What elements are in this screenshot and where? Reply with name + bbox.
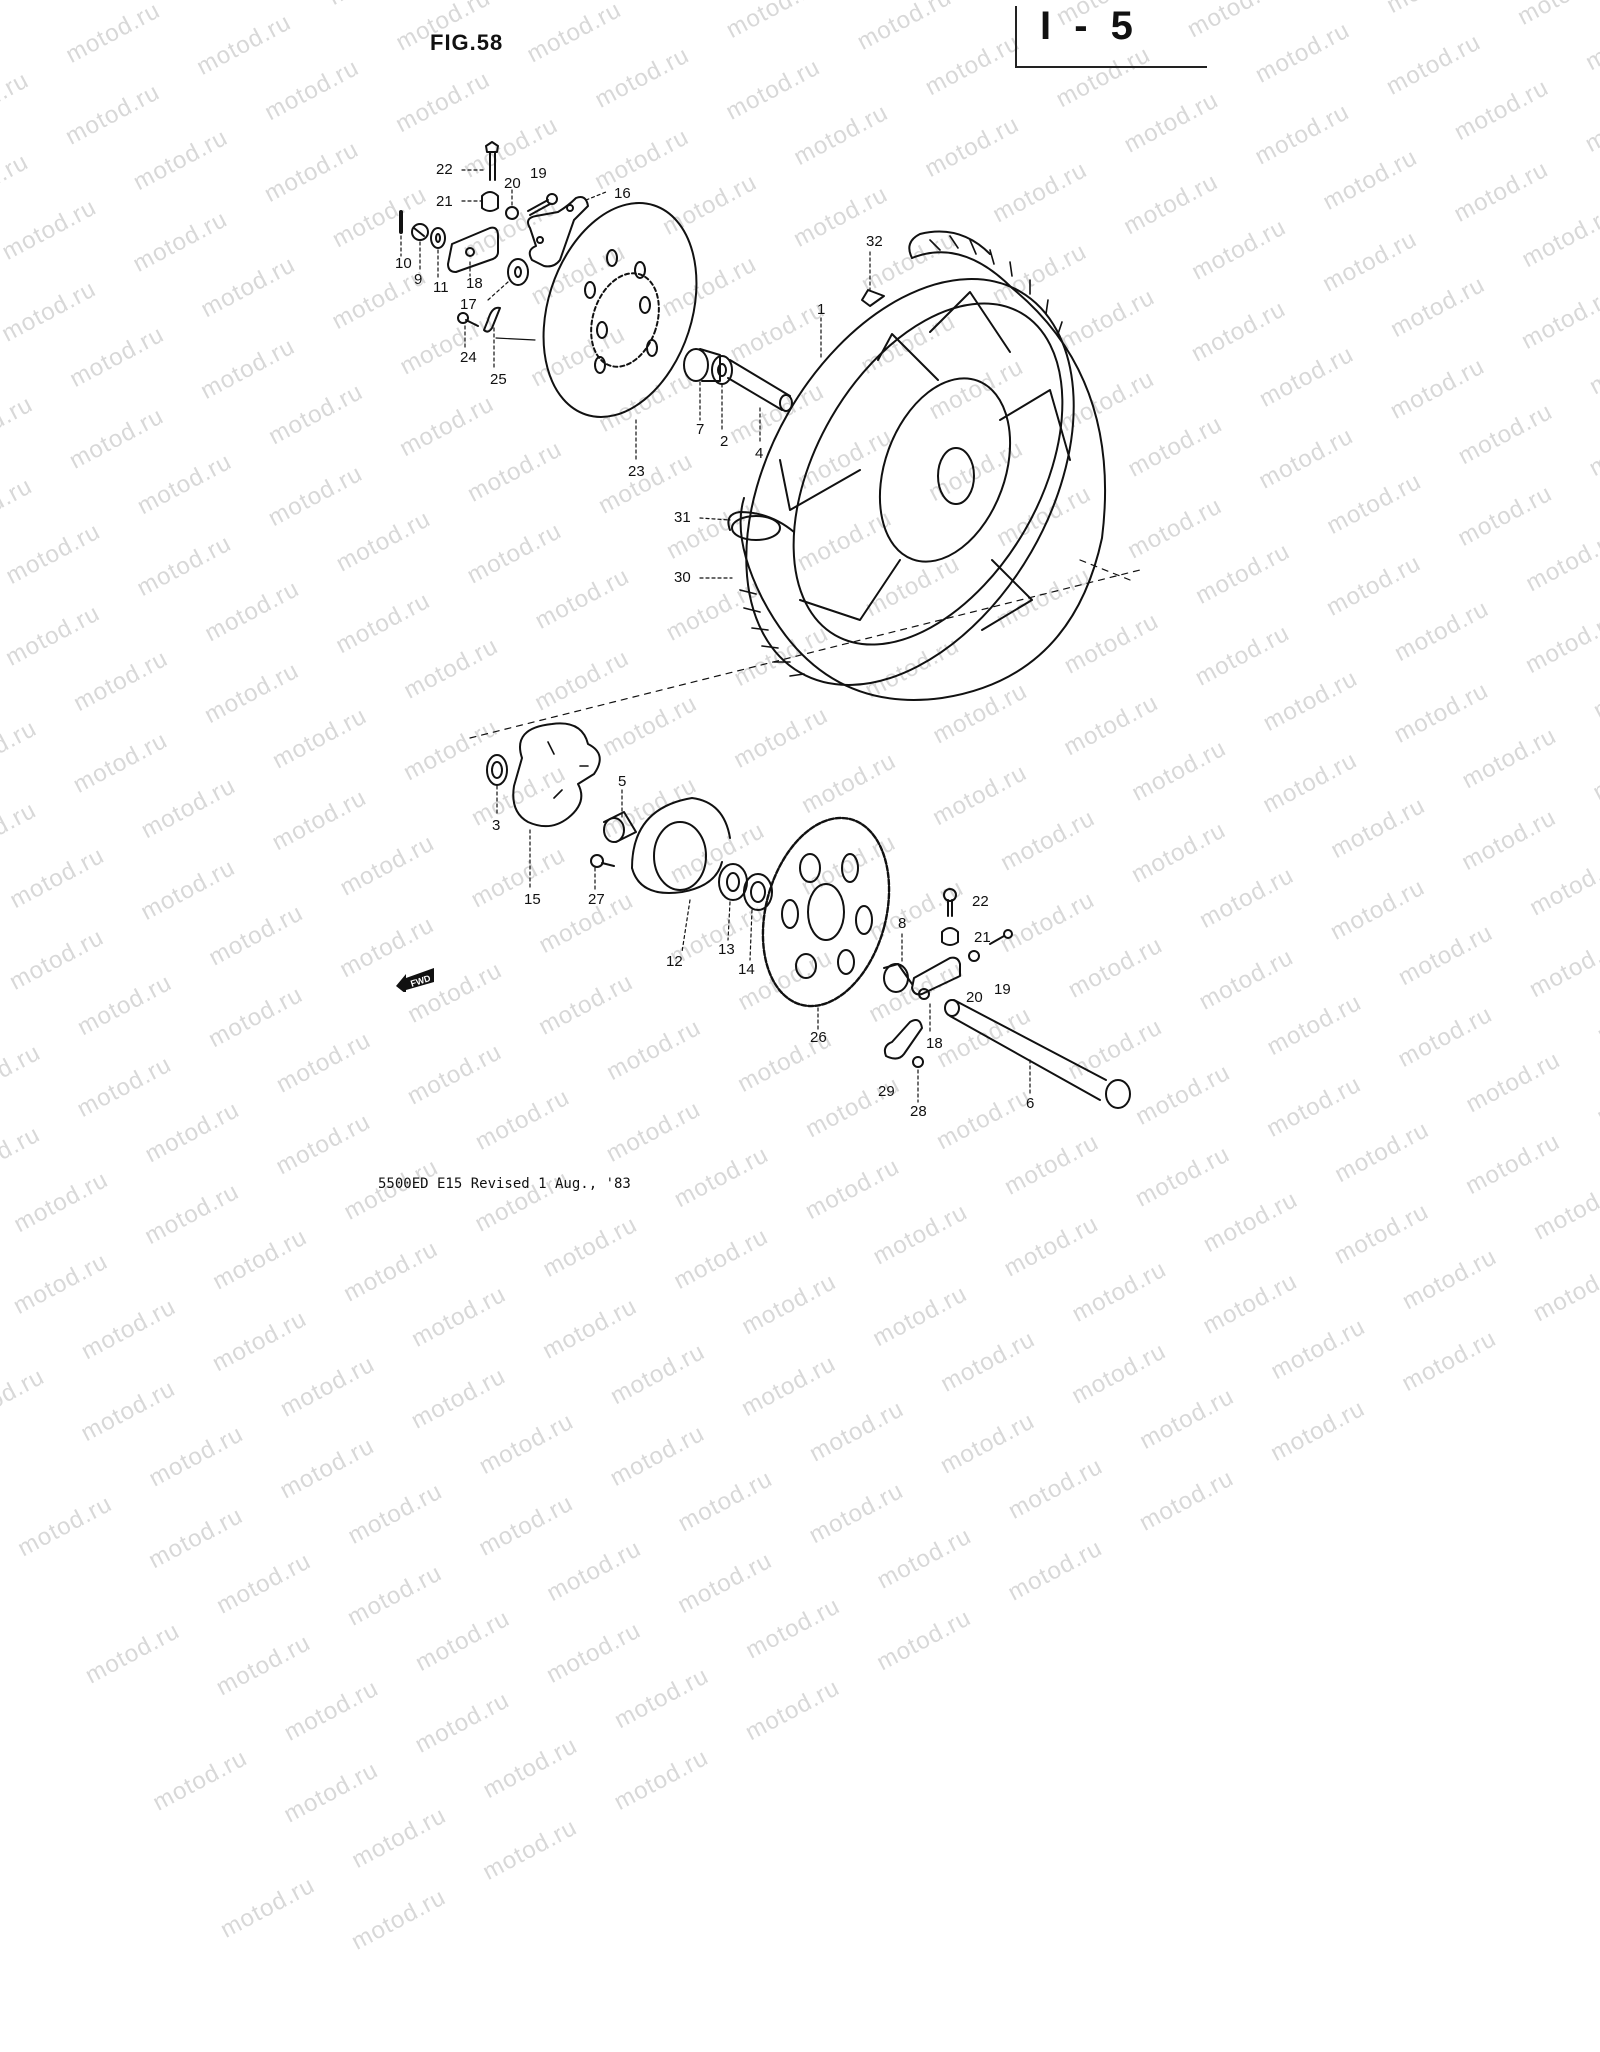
part-callout-2: 2 [720, 433, 729, 450]
caliper-bracket-icon [527, 191, 607, 268]
sprocket-drum-icon [631, 797, 731, 894]
chain-adjuster-plate-icon [447, 226, 499, 273]
part-callout-22: 22 [972, 893, 989, 910]
adjuster-nut-lower-icon [968, 950, 980, 962]
section-box [1015, 6, 1207, 68]
part-callout-25: 25 [490, 371, 507, 388]
part-callout-30: 30 [674, 569, 691, 586]
part-callout-27: 27 [588, 891, 605, 908]
adjuster-cap-lower-icon [941, 927, 959, 946]
spacer-tube-icon [727, 359, 793, 412]
section-label: I - 5 [1040, 4, 1139, 48]
spacer-right-icon [883, 963, 913, 993]
part-callout-19: 19 [994, 981, 1011, 998]
part-callout-11: 11 [433, 279, 449, 296]
part-callout-7: 7 [696, 421, 705, 438]
rim-band-valve-icon [861, 251, 885, 307]
part-callout-1: 1 [817, 301, 826, 318]
part-callout-10: 10 [395, 255, 412, 272]
part-callout-20: 20 [966, 989, 983, 1006]
exploded-parts-diagram [399, 141, 1141, 1109]
wheel-bearing-icon [711, 355, 733, 385]
part-callout-31: 31 [674, 509, 691, 526]
part-callout-20: 20 [504, 175, 521, 192]
chain-adjuster-lower-icon [911, 956, 961, 1000]
adjuster-cap-icon [481, 191, 499, 212]
part-callout-19: 19 [530, 165, 547, 182]
sprocket-bolt-icon [590, 854, 615, 868]
part-callout-6: 6 [1026, 1095, 1035, 1112]
rear-sprocket-icon [761, 816, 891, 1008]
part-callout-26: 26 [810, 1029, 827, 1046]
revision-note: 5500ED E15 Revised 1 Aug., '83 [378, 1176, 631, 1192]
part-callout-16: 16 [614, 185, 631, 202]
part-callout-17: 17 [460, 296, 477, 313]
adjuster-bolt-icon [485, 141, 499, 181]
brake-disc-icon [495, 202, 698, 418]
oil-seal-icon [486, 754, 508, 786]
adjuster-bolt-side-lower-icon [989, 929, 1013, 945]
fwd-arrow-icon: FWD [396, 968, 434, 994]
adjuster-nut-icon [505, 206, 519, 220]
part-callout-24: 24 [460, 349, 477, 366]
axle-nut-icon [411, 223, 429, 241]
part-callout-18: 18 [466, 275, 483, 292]
part-callout-23: 23 [628, 463, 645, 480]
disc-bolt-icon [457, 312, 479, 327]
part-callout-4: 4 [755, 445, 764, 462]
part-callout-32: 32 [866, 233, 883, 250]
washer-icon [430, 227, 446, 249]
part-callout-28: 28 [910, 1103, 927, 1120]
bracket-washer-icon [507, 258, 529, 286]
drum-oil-seal-icon [743, 873, 773, 911]
part-callout-8: 8 [898, 915, 907, 932]
rear-wheel-rim-icon [745, 278, 1075, 686]
spacer-collar-icon [603, 811, 637, 843]
part-callout-15: 15 [524, 891, 541, 908]
part-callout-13: 13 [718, 941, 735, 958]
part-callout-14: 14 [738, 961, 755, 978]
rear-axle-icon [944, 999, 1131, 1109]
part-callout-22: 22 [436, 161, 453, 178]
part-callout-3: 3 [492, 817, 501, 834]
part-callout-21: 21 [974, 929, 991, 946]
spacer-left-icon [683, 348, 721, 382]
part-callout-21: 21 [436, 193, 453, 210]
tube-icon [731, 515, 781, 541]
part-callout-18: 18 [926, 1035, 943, 1052]
figure-number: FIG.58 [430, 30, 504, 55]
cushion-damper-icon [512, 722, 601, 828]
part-callout-12: 12 [666, 953, 683, 970]
lock-washer-icon [483, 306, 501, 333]
rear-tire-icon [727, 230, 1107, 701]
adjuster-bolt-lower-icon [943, 888, 957, 917]
drum-bearing-icon [718, 863, 748, 901]
part-callout-5: 5 [618, 773, 627, 790]
forward-direction-marker: FWD [396, 966, 436, 997]
adjuster-bolt-side-icon [527, 193, 558, 216]
part-callout-9: 9 [414, 271, 423, 288]
lock-washer-sprocket-icon [883, 1019, 923, 1060]
svg-text:FWD: FWD [409, 973, 432, 989]
sprocket-nut-icon [912, 1056, 924, 1068]
part-callout-29: 29 [878, 1083, 895, 1100]
